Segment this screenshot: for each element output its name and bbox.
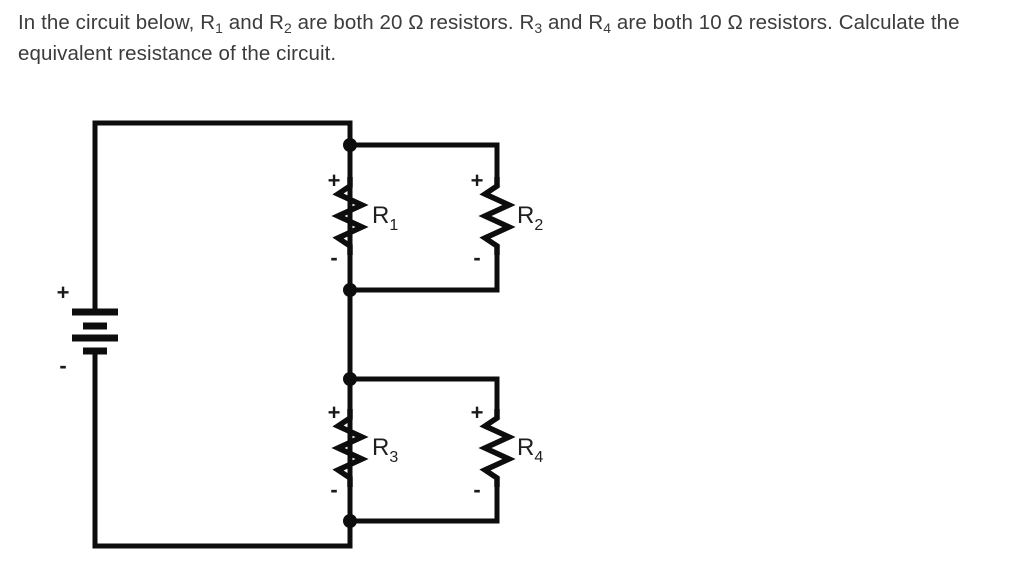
battery-plus-label: + [57,280,70,305]
resistor-r2-minus-label: - [473,245,480,270]
problem-text-segment-3: are both 20 Ω resistors. [291,11,520,34]
node-dot-top-branch-lower [343,283,357,297]
resistor-r4 [478,409,516,487]
resistor-r1 [331,177,369,255]
node-dot-top-branch-upper [343,138,357,152]
problem-text-segment-2: and [223,11,270,34]
problem-resistor-ref-r4: R4 [588,11,612,36]
resistor-r3 [331,409,369,487]
resistor-ref-letter: R [588,11,604,34]
resistor-r4-label: R4 [517,434,543,466]
resistor-r3-label-subscript: 3 [389,449,398,466]
resistor-r2-plus-label: + [471,168,484,193]
resistor-r3-label-letter: R [372,434,389,461]
resistor-ref-subscript: 3 [534,19,543,36]
resistor-ref-subscript: 2 [284,19,292,36]
resistor-r1-label-subscript: 1 [389,217,398,234]
resistor-ref-letter: R [200,11,216,34]
resistor-r2-label-subscript: 2 [534,217,543,234]
resistor-r3-minus-label: - [330,477,337,502]
circuit-diagram: + - + - R1 + - R2 + - R3 + - R4 [0,95,1024,575]
resistor-r1-label-letter: R [372,202,389,229]
resistor-r1-label: R1 [372,202,398,234]
node-dot-bottom-branch-upper [343,372,357,386]
resistor-ref-letter: R [519,11,535,34]
resistor-r4-label-subscript: 4 [534,449,543,466]
resistor-r2-zigzag [478,177,516,255]
resistor-r1-plus-label: + [328,168,341,193]
problem-resistor-ref-r1: R1 [200,11,224,36]
resistor-r4-label-letter: R [517,434,534,461]
battery-minus-label: - [59,353,66,378]
resistor-r1-zigzag [331,177,369,255]
problem-text-segment-5: are both 10 Ω resistors. Calculate the e… [18,11,960,65]
resistor-r4-zigzag [478,409,516,487]
problem-resistor-ref-r3: R3 [519,11,543,36]
problem-resistor-ref-r2: R2 [269,11,292,36]
resistor-r3-zigzag [331,409,369,487]
problem-text-segment-1: In the circuit below, [18,11,201,34]
battery-symbol [72,308,118,355]
resistor-r2 [478,177,516,255]
resistor-r2-label: R2 [517,202,543,234]
resistor-r4-plus-label: + [471,400,484,425]
node-dot-bottom-branch-lower [343,514,357,528]
problem-statement: In the circuit below, R1 and R2 are both… [18,8,1008,69]
resistor-ref-letter: R [269,11,285,34]
resistor-r2-label-letter: R [517,202,534,229]
resistor-r1-minus-label: - [330,245,337,270]
resistor-r4-minus-label: - [473,477,480,502]
resistor-ref-subscript: 4 [603,19,612,36]
resistor-r3-label: R3 [372,434,398,466]
resistor-ref-subscript: 1 [215,19,224,36]
problem-text-segment-4: and [542,11,589,34]
resistor-r3-plus-label: + [328,400,341,425]
